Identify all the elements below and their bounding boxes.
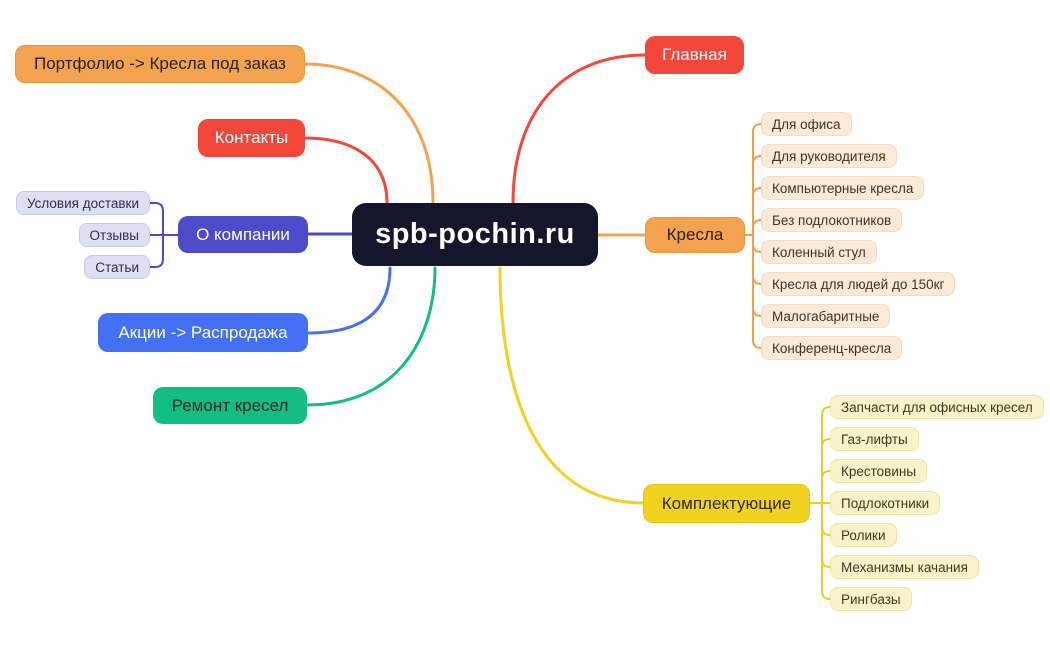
node-reviews[interactable]: Отзывы xyxy=(78,223,150,247)
node-chairs-compact[interactable]: Малогабаритные xyxy=(761,304,891,328)
node-about-company[interactable]: О компании xyxy=(178,216,308,253)
node-components-tilt-mechanisms[interactable]: Механизмы качания xyxy=(830,555,979,579)
connector-contacts xyxy=(303,136,389,205)
node-chairs-150kg[interactable]: Кресла для людей до 150кг xyxy=(761,272,956,296)
central-topic[interactable]: spb-pochin.ru xyxy=(352,203,598,266)
node-chairs-no-armrests[interactable]: Без подлокотников xyxy=(761,208,903,232)
node-chairs-conference[interactable]: Конференц-кресла xyxy=(761,336,903,360)
node-chairs-office[interactable]: Для офиса xyxy=(761,112,852,136)
node-delivery-terms[interactable]: Условия доставки xyxy=(15,191,150,215)
node-components-spare-parts[interactable]: Запчасти для офисных кресел xyxy=(830,395,1044,419)
node-chairs-computer[interactable]: Компьютерные кресла xyxy=(761,176,925,200)
node-contacts[interactable]: Контакты xyxy=(198,119,305,157)
node-chairs-kneeling[interactable]: Коленный стул xyxy=(761,240,877,264)
connector-sale xyxy=(306,266,392,335)
connector-repair xyxy=(305,266,437,407)
connector-group-chairs-children xyxy=(744,123,762,349)
node-sale[interactable]: Акции -> Распродажа xyxy=(98,313,308,352)
connector-portfolio xyxy=(303,62,435,205)
node-home[interactable]: Главная xyxy=(645,36,744,74)
connector-group-about-children xyxy=(149,202,179,268)
connector-home xyxy=(511,53,647,205)
node-components-casters[interactable]: Ролики xyxy=(830,523,897,547)
node-chairs-executive[interactable]: Для руководителя xyxy=(761,144,897,168)
node-components[interactable]: Комплектующие xyxy=(643,484,810,523)
node-chair-repair[interactable]: Ремонт кресел xyxy=(153,387,307,424)
node-portfolio[interactable]: Портфолио -> Кресла под заказ xyxy=(15,45,305,83)
node-articles[interactable]: Статьи xyxy=(84,255,150,279)
node-components-armrests[interactable]: Подлокотники xyxy=(830,491,941,515)
connector-components xyxy=(498,266,645,505)
node-chairs[interactable]: Кресла xyxy=(645,217,745,253)
node-components-gas-lifts[interactable]: Газ-лифты xyxy=(830,427,919,451)
node-components-ringbases[interactable]: Рингбазы xyxy=(830,587,912,611)
connector-group-components-children xyxy=(809,406,833,600)
node-components-bases[interactable]: Крестовины xyxy=(830,459,928,483)
